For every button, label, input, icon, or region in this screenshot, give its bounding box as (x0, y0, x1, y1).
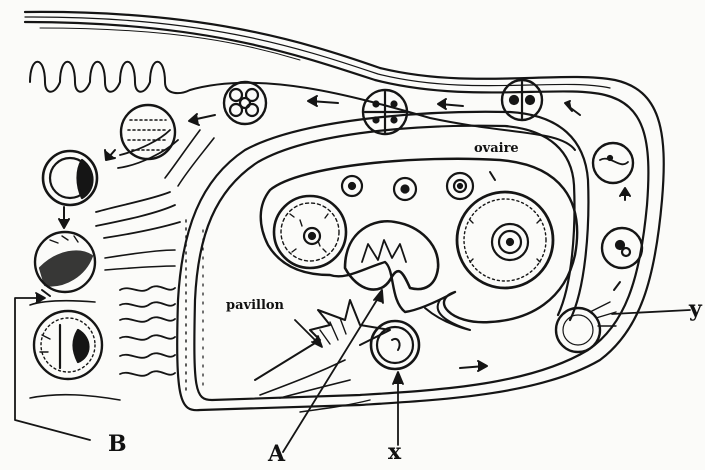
ruptured-follicle (345, 221, 438, 289)
label-pavillon: pavillon (226, 298, 284, 313)
zygote (593, 143, 633, 183)
growing-follicle (274, 196, 346, 268)
pointer-lines (15, 290, 690, 452)
oocyte-in-tube (556, 302, 616, 352)
implanted-embryo (34, 311, 102, 379)
mature-follicle (457, 192, 553, 288)
label-ovaire: ovaire (474, 141, 519, 156)
label-x: x (388, 439, 401, 465)
blastocyst (43, 151, 97, 205)
two-cell-stage (502, 80, 542, 120)
label-B: B (108, 431, 127, 457)
label-y: y (689, 296, 702, 322)
label-A: A (268, 441, 285, 467)
oocyte-x (371, 321, 419, 369)
four-cell-stage (363, 90, 407, 134)
ovary (261, 159, 577, 322)
eight-cell-stage (224, 82, 266, 124)
primary-follicles (342, 173, 473, 200)
hatching-blastocyst (35, 232, 95, 292)
fertilized-egg (602, 228, 642, 268)
